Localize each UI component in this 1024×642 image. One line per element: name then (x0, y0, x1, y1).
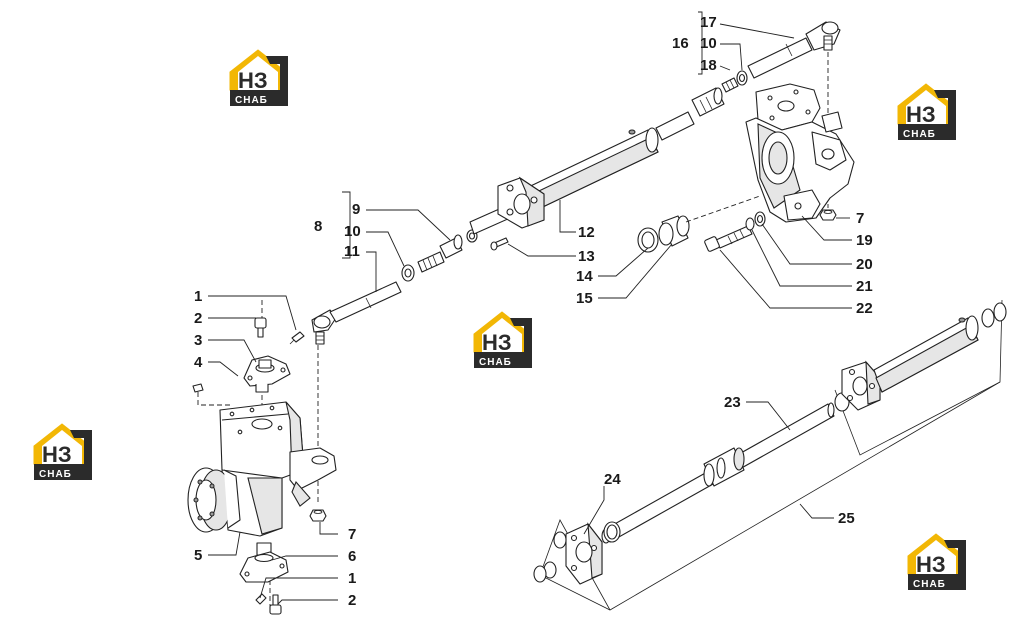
axle-shaft-box (533, 299, 1007, 611)
callout-3: 3 (194, 332, 202, 349)
logo-top-text: НЗ (916, 552, 946, 577)
callout-4: 4 (194, 354, 203, 371)
callout-16: 16 (672, 35, 689, 52)
watermark-logo-4: НЗ СНАБ (33, 423, 93, 481)
callout-18: 18 (700, 57, 717, 74)
callout-2-top: 2 (194, 310, 202, 327)
callout-7-right: 7 (856, 210, 864, 227)
leader-lines (208, 11, 852, 605)
grease-nipple-side (192, 383, 204, 393)
logo-top-text: НЗ (906, 102, 936, 127)
logo-top-text: НЗ (482, 330, 512, 355)
logo-top-text: НЗ (42, 442, 72, 467)
callout-8: 8 (314, 218, 322, 235)
watermark-logo-3: НЗ СНАБ (473, 311, 533, 369)
bolt-bottom (269, 594, 282, 615)
callout-2-bottom: 2 (348, 592, 356, 609)
callout-5: 5 (194, 547, 202, 564)
callout-10-left: 10 (344, 223, 361, 240)
logo-bottom-text: СНАБ (235, 95, 268, 106)
grease-nipple-top (289, 331, 305, 345)
tie-rod-right (721, 21, 841, 208)
callout-1-bottom: 1 (348, 570, 356, 587)
logo-bottom-text: СНАБ (913, 579, 946, 590)
callout-14: 14 (576, 268, 593, 285)
callout-24: 24 (604, 471, 621, 488)
bolt-top (254, 317, 267, 338)
nut-left (309, 509, 327, 522)
logo-top-text: НЗ (238, 68, 268, 93)
callout-12: 12 (578, 224, 595, 241)
callout-13: 13 (578, 248, 595, 265)
watermark-logo-2: НЗ СНАБ (897, 83, 957, 141)
left-knuckle-group (187, 300, 337, 615)
callout-17: 17 (700, 14, 717, 31)
bushing-seals (637, 195, 761, 253)
axis-line-grease (197, 392, 230, 406)
callout-10-right: 10 (700, 35, 717, 52)
callout-23: 23 (724, 394, 741, 411)
watermark-logo-1: НЗ СНАБ (229, 49, 289, 107)
lower-cap (239, 542, 289, 583)
right-knuckle-group (704, 83, 855, 252)
callout-25: 25 (838, 510, 855, 527)
callout-9: 9 (352, 201, 360, 218)
callout-6: 6 (348, 548, 356, 565)
callout-labels: 1 2 3 4 5 6 7 1 2 8 9 10 11 12 13 14 15 … (194, 14, 873, 609)
steering-cylinder (469, 87, 725, 235)
upper-cap (243, 355, 291, 393)
callout-7-left: 7 (348, 526, 356, 543)
callout-21: 21 (856, 278, 873, 295)
watermark-logo-5: НЗ СНАБ (907, 533, 967, 591)
callout-11: 11 (344, 243, 360, 260)
axis-line-seal (685, 195, 761, 223)
logo-bottom-text: СНАБ (479, 357, 512, 368)
callout-1-top: 1 (194, 288, 202, 305)
callout-15: 15 (576, 290, 593, 307)
callout-22: 22 (856, 300, 873, 317)
logo-bottom-text: СНАБ (903, 129, 936, 140)
callout-19: 19 (856, 232, 873, 249)
tie-rod-left (311, 229, 509, 345)
grease-nipple-bottom (255, 593, 267, 605)
callout-20: 20 (856, 256, 873, 273)
steering-knuckle-left (187, 401, 337, 537)
logo-bottom-text: СНАБ (39, 469, 72, 480)
